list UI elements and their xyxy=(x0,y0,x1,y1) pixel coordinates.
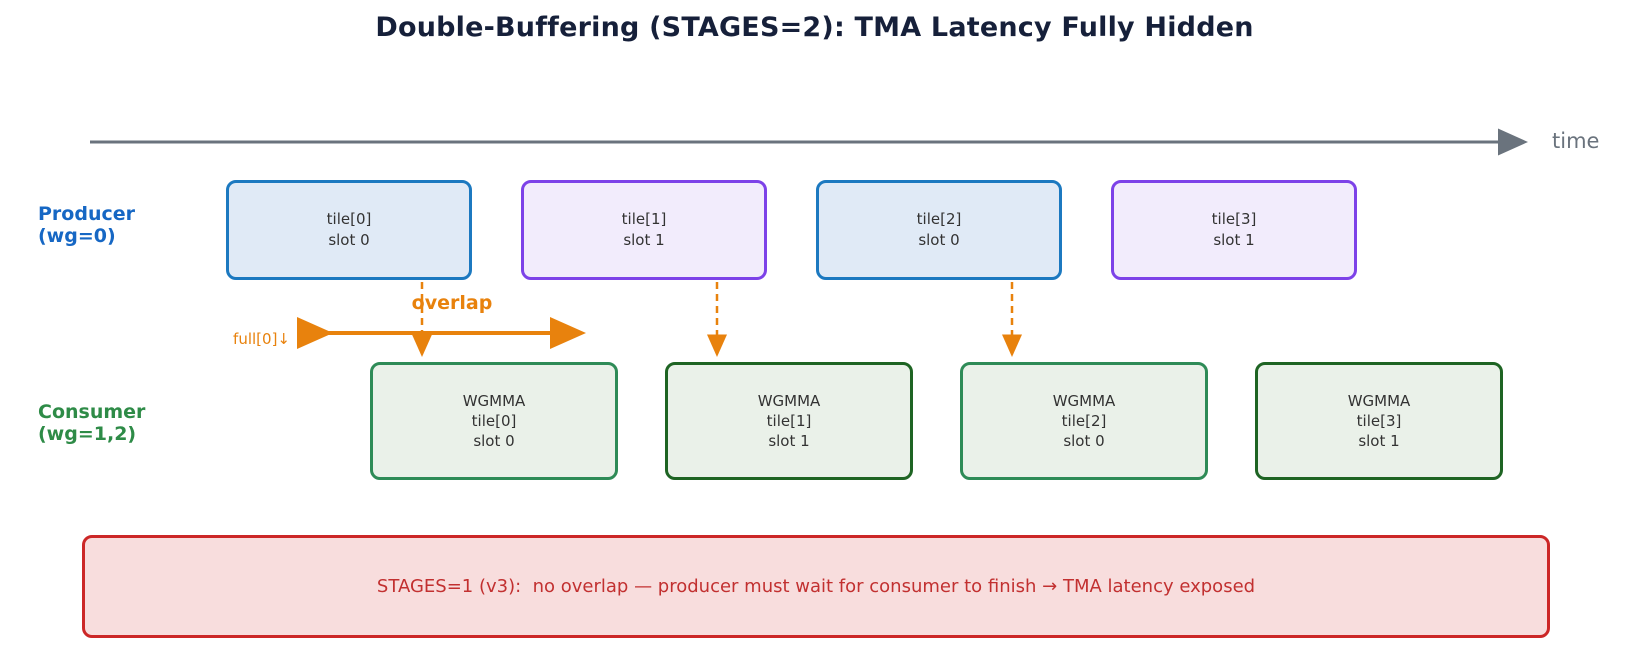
time-axis-label: time xyxy=(1552,129,1600,153)
consumer-box-tile3: WGMMA tile[3] slot 1 xyxy=(1255,362,1503,480)
producer-box-tile3-tile: tile[3] xyxy=(1211,210,1257,228)
consumer-box-tile0-slot: slot 0 xyxy=(473,432,515,450)
producer-box-tile0-tile: tile[0] xyxy=(326,210,372,228)
consumer-box-tile1-tile: tile[1] xyxy=(766,412,812,430)
consumer-box-tile2-slot: slot 0 xyxy=(1063,432,1105,450)
producer-box-tile3-slot: slot 1 xyxy=(1213,231,1255,249)
consumer-box-tile3-slot: slot 1 xyxy=(1358,432,1400,450)
producer-row-label: Producer (wg=0) xyxy=(38,203,135,247)
full-barrier-label: full[0]↓ xyxy=(233,330,290,348)
producer-box-tile0-slot: slot 0 xyxy=(328,231,370,249)
consumer-box-tile0: WGMMA tile[0] slot 0 xyxy=(370,362,618,480)
consumer-box-tile1-op: WGMMA xyxy=(757,392,821,410)
consumer-box-tile2-op: WGMMA xyxy=(1052,392,1116,410)
producer-label-line2: (wg=0) xyxy=(38,225,116,247)
producer-box-tile2: tile[2] slot 0 xyxy=(816,180,1062,280)
stages1-note-box: STAGES=1 (v3): no overlap — producer mus… xyxy=(82,535,1550,638)
diagram-title: Double-Buffering (STAGES=2): TMA Latency… xyxy=(375,12,1254,43)
consumer-row-label: Consumer (wg=1,2) xyxy=(38,401,145,445)
producer-box-tile3: tile[3] slot 1 xyxy=(1111,180,1357,280)
consumer-box-tile3-tile: tile[3] xyxy=(1356,412,1402,430)
consumer-box-tile1-slot: slot 1 xyxy=(768,432,810,450)
consumer-box-tile0-op: WGMMA xyxy=(462,392,526,410)
producer-box-tile1-slot: slot 1 xyxy=(623,231,665,249)
producer-label-line1: Producer xyxy=(38,203,135,225)
consumer-box-tile2-tile: tile[2] xyxy=(1061,412,1107,430)
consumer-label-line1: Consumer xyxy=(38,401,146,423)
producer-box-tile0: tile[0] slot 0 xyxy=(226,180,472,280)
producer-box-tile1-tile: tile[1] xyxy=(621,210,667,228)
consumer-box-tile3-op: WGMMA xyxy=(1347,392,1411,410)
stages1-note-text: STAGES=1 (v3): no overlap — producer mus… xyxy=(376,576,1256,597)
consumer-box-tile1: WGMMA tile[1] slot 1 xyxy=(665,362,913,480)
overlap-label: overlap xyxy=(411,292,493,314)
producer-box-tile1: tile[1] slot 1 xyxy=(521,180,767,280)
consumer-label-line2: (wg=1,2) xyxy=(38,423,137,445)
consumer-box-tile0-tile: tile[0] xyxy=(471,412,517,430)
consumer-box-tile2: WGMMA tile[2] slot 0 xyxy=(960,362,1208,480)
producer-box-tile2-slot: slot 0 xyxy=(918,231,960,249)
producer-box-tile2-tile: tile[2] xyxy=(916,210,962,228)
